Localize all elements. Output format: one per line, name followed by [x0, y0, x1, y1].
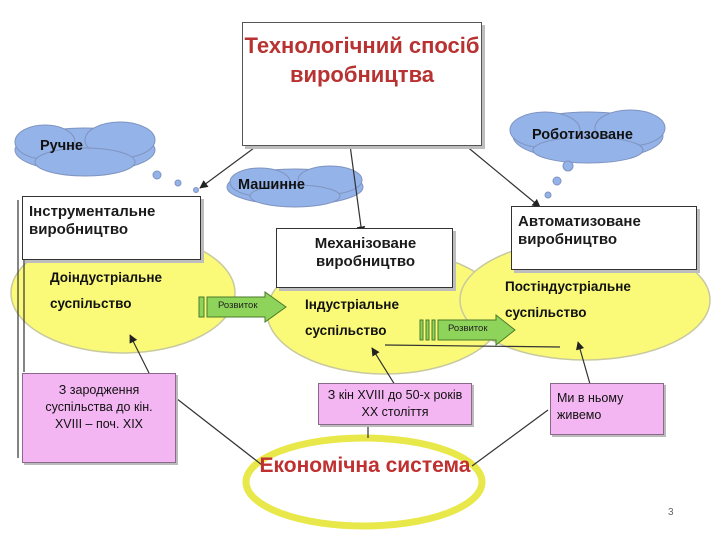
cloud-robotized: [509, 109, 666, 164]
period-label-first: З зародження суспільства до кін. XVIII –…: [45, 383, 153, 431]
economic-system-ellipse: [242, 434, 486, 530]
arrow-development-2: [419, 313, 516, 347]
box-automated: Автоматизоване виробництво: [511, 206, 697, 270]
arrow-development-1: [198, 291, 287, 323]
box-instrumental-label: Інструментальне виробництво: [29, 203, 156, 238]
period-label-second: З кін XVIII до 50-х років XX століття: [327, 388, 463, 419]
box-mechanized: Механізоване виробництво: [276, 228, 453, 288]
cloud-label-manual: Ручне: [40, 138, 83, 154]
period-box-third: Ми в ньому живемо: [550, 383, 664, 435]
period-box-first: З зародження суспільства до кін. XVIII –…: [22, 373, 176, 463]
title-box: Технологічний спосіб виробництва: [242, 22, 482, 146]
thought-bubbles: [152, 160, 574, 199]
period-box-second: З кін XVIII до 50-х років XX століття: [318, 383, 472, 425]
box-instrumental: Інструментальне виробництво: [22, 196, 201, 260]
period-label-third: Ми в ньому живемо: [557, 391, 624, 422]
cloud-manual: [14, 121, 156, 177]
cloud-label-machine: Машинне: [238, 177, 305, 193]
economic-system-label: Економічна система: [259, 454, 471, 477]
ellipse-label-postindustrial: Постіндустріальне суспільство: [505, 279, 631, 320]
diagram-title: Технологічний спосіб виробництва: [244, 33, 480, 87]
ellipse-label-industrial: Індустріальне суспільство: [305, 297, 399, 338]
box-automated-label: Автоматизоване виробництво: [518, 213, 641, 248]
cloud-machine: [226, 165, 364, 208]
arrow-label-development-2: Розвиток: [448, 323, 488, 334]
page-number: 3: [668, 507, 674, 518]
ellipse-label-preindustrial: Доіндустріальне суспільство: [50, 270, 163, 311]
box-mechanized-label: Механізоване виробництво: [314, 235, 417, 270]
arrow-label-development-1: Розвиток: [218, 300, 258, 311]
cloud-label-robotized: Роботизоване: [532, 127, 633, 143]
